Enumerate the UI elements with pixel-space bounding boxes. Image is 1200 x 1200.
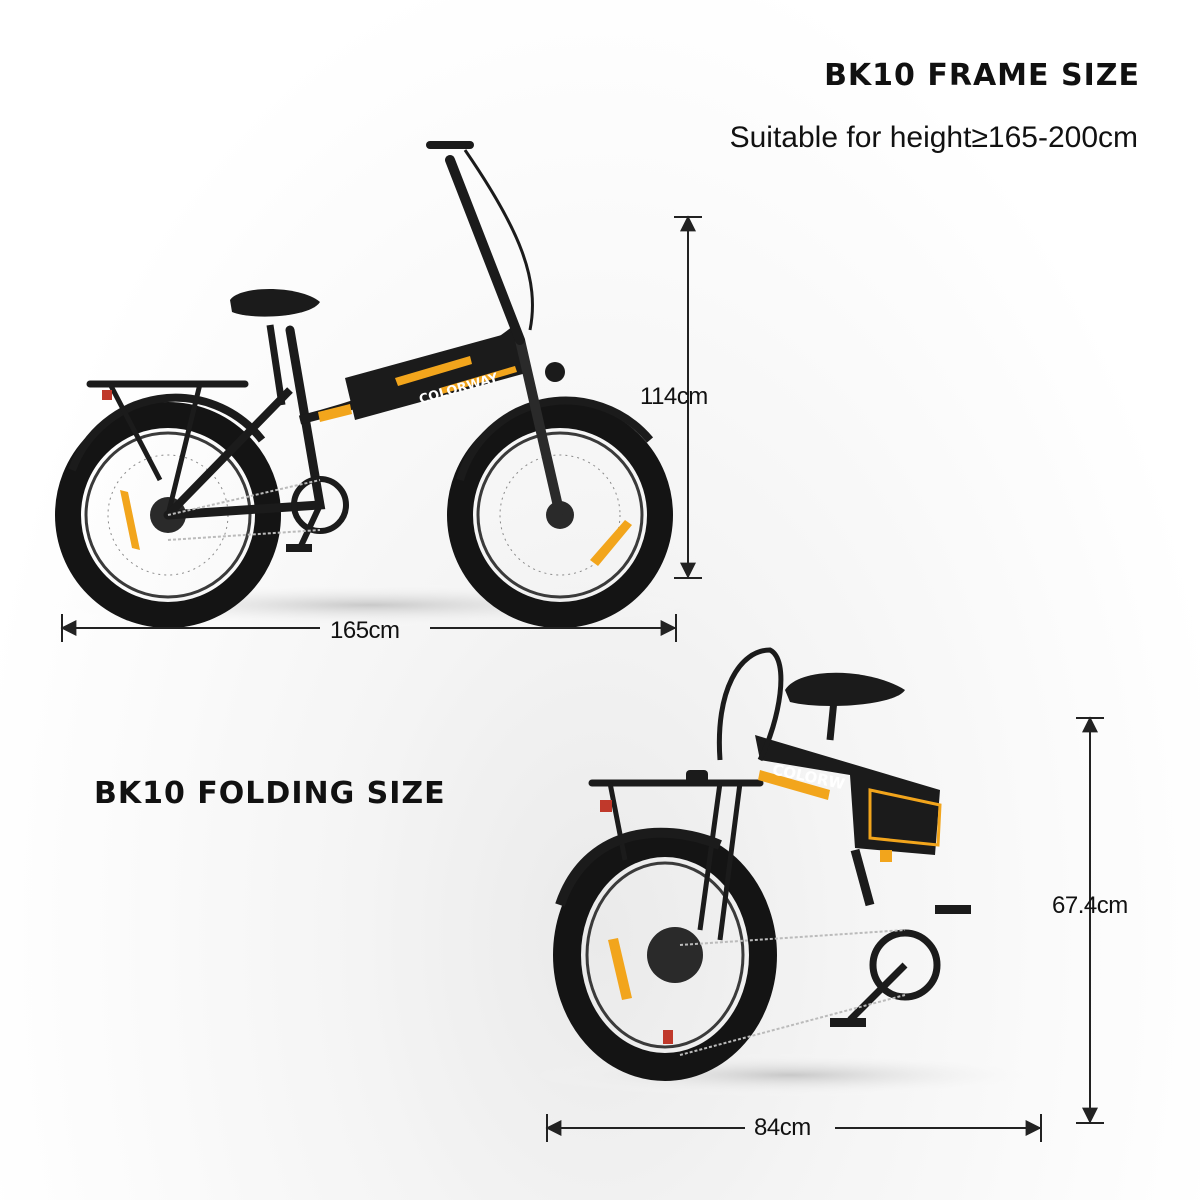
frame-height-label: 114cm [640, 383, 708, 410]
folded-bike: COLORW [530, 647, 1050, 1097]
folded-rear-wheel [553, 829, 777, 1081]
frame-size-title: BK10 FRAME SIZE [824, 58, 1140, 93]
folding-length-label: 84cm [754, 1114, 811, 1141]
frame-length-label: 165cm [330, 617, 400, 644]
front-wheel [447, 402, 673, 628]
folding-height-label: 67.4cm [1052, 892, 1128, 919]
folding-size-title: BK10 FOLDING SIZE [94, 776, 446, 811]
frame-size-subtitle: Suitable for height≥165-200cm [729, 121, 1138, 154]
unfolded-bike: COLORWAY [40, 141, 700, 628]
